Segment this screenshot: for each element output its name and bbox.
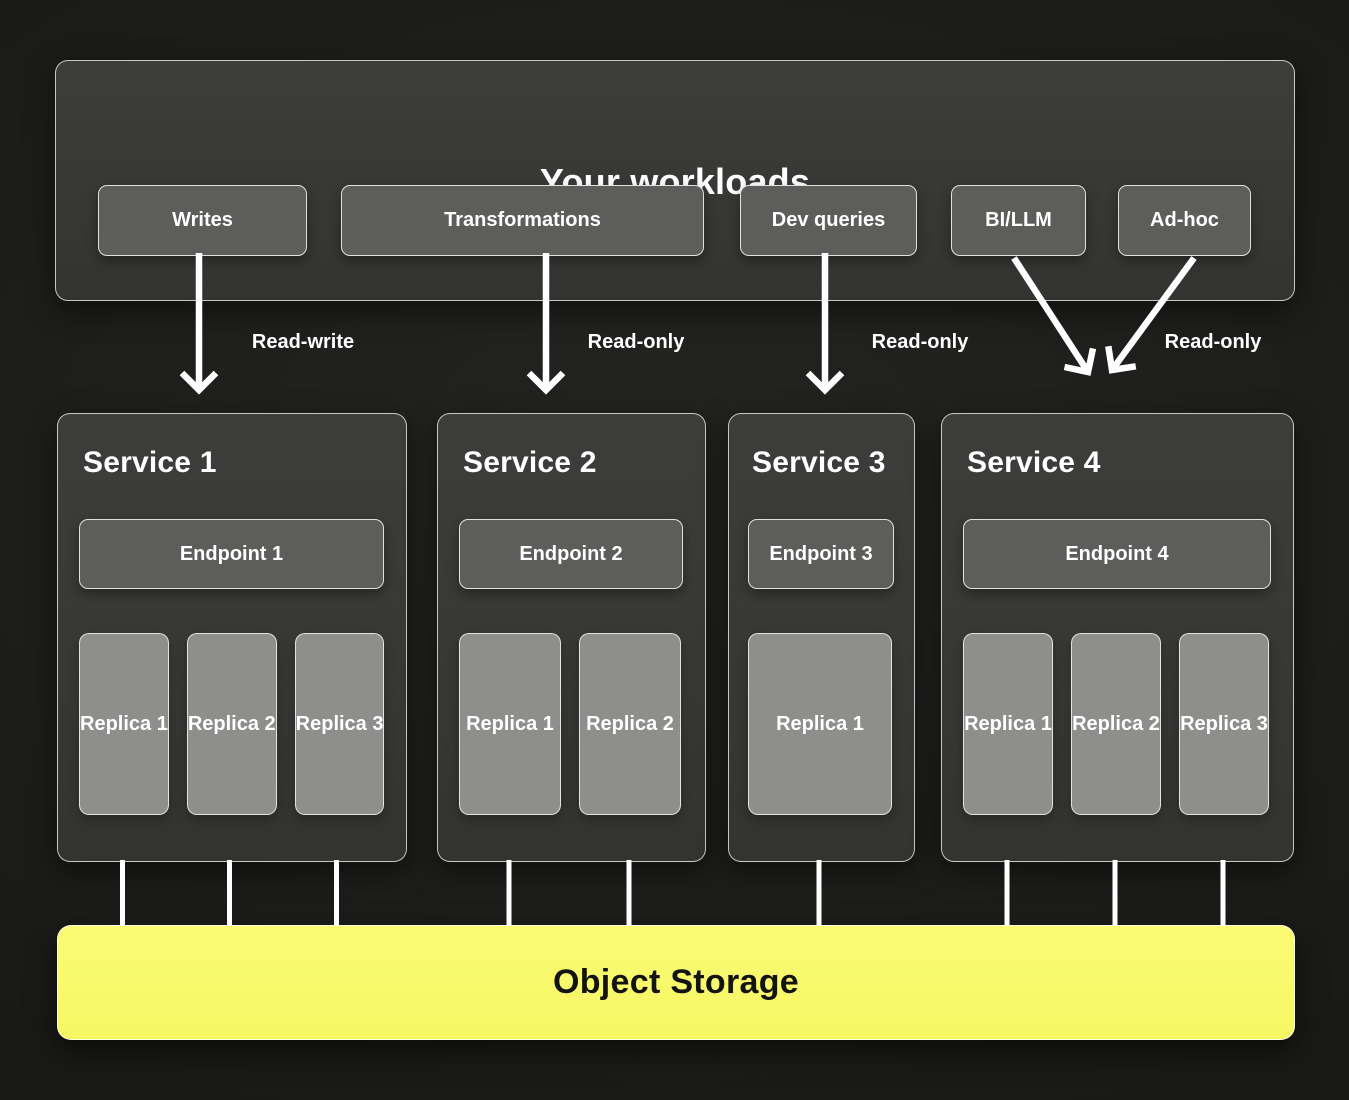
arrow-label-read-only-3: Read-only xyxy=(871,331,969,353)
endpoint-chip-2: Endpoint 2 xyxy=(459,519,683,589)
arrow-label-read-write-1: Read-write xyxy=(251,331,355,353)
endpoint-chip-3: Endpoint 3 xyxy=(748,519,894,589)
service-title-4: Service 4 xyxy=(967,446,1101,479)
workload-chip-ad-hoc: Ad-hoc xyxy=(1118,185,1251,256)
replica-row-3: Replica 1 xyxy=(748,633,892,815)
service-2-replica-1: Replica 1 xyxy=(459,633,561,815)
object-storage-box: Object Storage xyxy=(57,925,1295,1040)
arrow-label-read-only-2: Read-only xyxy=(587,331,685,353)
service-title-2: Service 2 xyxy=(463,446,597,479)
workload-chip-bi-llm: BI/LLM xyxy=(951,185,1086,256)
service-3-replica-1: Replica 1 xyxy=(748,633,892,815)
service-4-replica-2: Replica 2 xyxy=(1071,633,1161,815)
service-title-1: Service 1 xyxy=(83,446,217,479)
service-1-replica-1: Replica 1 xyxy=(79,633,169,815)
endpoint-chip-1: Endpoint 1 xyxy=(79,519,384,589)
service-1-replica-3: Replica 3 xyxy=(294,633,385,815)
workload-chip-writes: Writes xyxy=(98,185,307,256)
endpoint-chip-4: Endpoint 4 xyxy=(963,519,1271,589)
object-storage-title: Object Storage xyxy=(552,963,800,1001)
service-4-replica-1: Replica 1 xyxy=(963,633,1053,815)
service-box-3: Service 3 Endpoint 3 Replica 1 xyxy=(728,413,915,862)
workload-chip-transformations: Transformations xyxy=(341,185,704,256)
service-4-replica-3: Replica 3 xyxy=(1179,633,1269,815)
service-title-3: Service 3 xyxy=(752,446,886,479)
service-2-replica-2: Replica 2 xyxy=(579,633,681,815)
arrow-label-read-only-4: Read-only xyxy=(1164,331,1262,353)
workload-chip-dev-queries: Dev queries xyxy=(740,185,917,256)
service-1-replica-2: Replica 2 xyxy=(186,633,277,815)
